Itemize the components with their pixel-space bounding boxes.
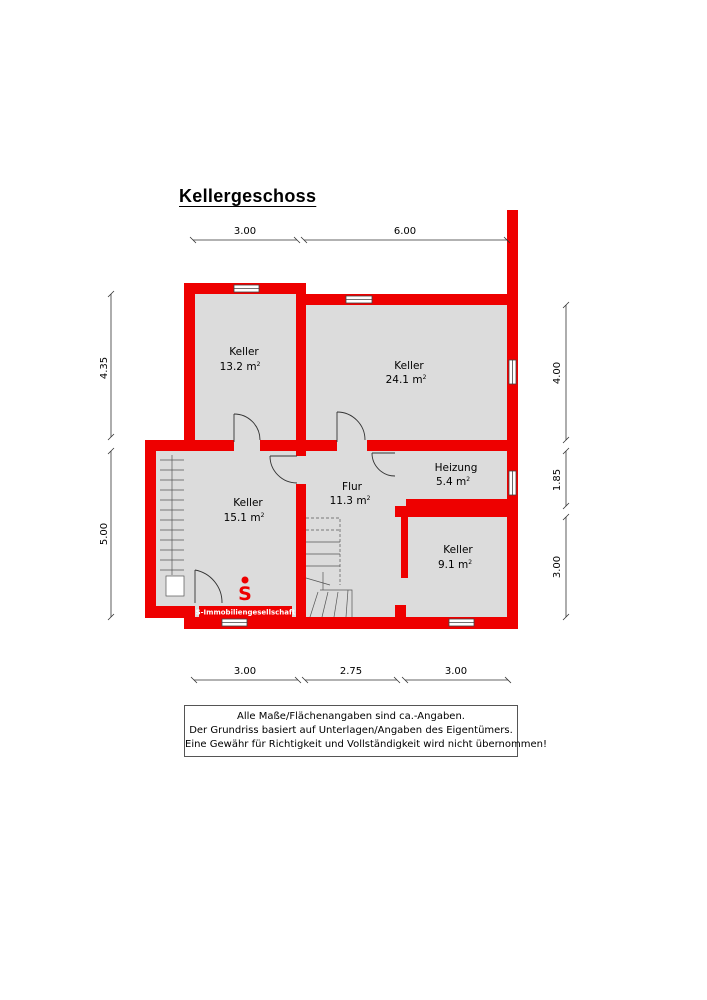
disclaimer-box: Alle Maße/Flächenangaben sind ca.-Angabe…: [184, 705, 547, 757]
floor-heizung: [406, 451, 507, 499]
door-openings: [184, 440, 406, 606]
dim-right-2: 1.85: [552, 469, 563, 491]
floor-keller-nw: [195, 294, 296, 440]
inner-walls: [397, 499, 507, 617]
room-area: 15.1 m2: [224, 512, 265, 524]
disclaimer-line: Alle Maße/Flächenangaben sind ca.-Angabe…: [237, 711, 465, 722]
dim-right-3: 3.00: [552, 556, 563, 578]
floor-keller-se: [406, 517, 507, 617]
windows: [221, 284, 517, 627]
room-area: 5.4 m2: [436, 476, 470, 488]
plan-title: Kellergeschoss: [179, 186, 317, 206]
outer-stair: [160, 455, 185, 597]
dim-bottom-2: 2.75: [340, 666, 362, 677]
door-swings: [194, 411, 396, 604]
dim-bottom-1: 3.00: [234, 666, 256, 677]
dim-right-1: 4.00: [552, 362, 563, 384]
room-area: 24.1 m2: [386, 374, 427, 386]
disclaimer-line: Eine Gewähr für Richtigkeit und Vollstän…: [185, 739, 547, 750]
dimension-lines: [107, 236, 570, 684]
room-name: Keller: [394, 360, 424, 372]
logo-letter: S: [238, 583, 252, 605]
floor-keller-w: [195, 451, 296, 617]
room-area: 9.1 m2: [438, 559, 472, 571]
dim-top-1: 3.00: [234, 226, 256, 237]
room-labels: Keller 13.2 m2 Keller 24.1 m2 Keller 15.…: [220, 346, 478, 571]
logo-text: S-Immobiliengesellschaft: [196, 609, 296, 617]
floor-flur: [306, 451, 395, 617]
dim-left-1: 4.35: [99, 357, 110, 379]
room-area: 11.3 m2: [330, 495, 371, 507]
floor-keller-ne: [306, 305, 507, 440]
dim-left-2: 5.00: [99, 523, 110, 545]
dim-bottom-3: 3.00: [445, 666, 467, 677]
sparkasse-logo: S S-Immobiliengesellschaft: [196, 576, 296, 617]
room-area: 13.2 m2: [220, 361, 261, 373]
room-name: Heizung: [435, 462, 478, 474]
room-name: Keller: [443, 544, 473, 556]
room-name: Keller: [233, 497, 263, 509]
dim-top-2: 6.00: [394, 226, 416, 237]
room-name: Keller: [229, 346, 259, 358]
inner-stair: [305, 517, 353, 618]
dimension-labels: 3.00 6.00 3.00 2.75 3.00 4.35 5.00 4.00 …: [99, 226, 563, 677]
disclaimer-line: Der Grundriss basiert auf Unterlagen/Ang…: [189, 725, 513, 736]
floors: [156, 294, 507, 617]
room-name: Flur: [342, 481, 363, 493]
